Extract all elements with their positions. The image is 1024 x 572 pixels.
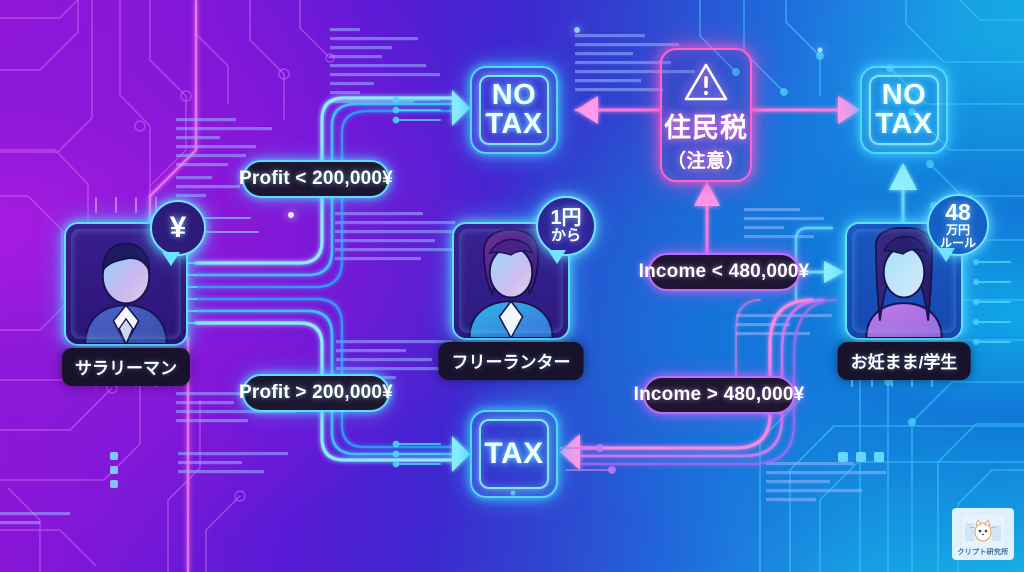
- bubble-line-3: ルール: [939, 235, 976, 250]
- no-tax-left-label: NO TAX: [485, 79, 543, 140]
- bubble-line-1: 1円: [550, 207, 582, 230]
- persona-card-freelancer: フリーランター 1円 から: [438, 196, 596, 380]
- no-tax-right-label: NO TAX: [875, 79, 933, 140]
- speech-bubble-480k-rule: 48 万円 ルール: [927, 194, 989, 256]
- persona-name-freelancer: フリーランター: [438, 342, 584, 380]
- speech-bubble-tail: [937, 248, 955, 262]
- residence-tax-warning-box: 住民税 （注意）: [660, 48, 752, 182]
- cat-mascot-icon: [962, 515, 1004, 547]
- no-tax-box-left: NO TAX: [470, 66, 558, 154]
- neon-ring-outer: [860, 66, 948, 154]
- condition-income-under: Income < 480,000¥: [639, 253, 809, 291]
- condition-profit-under: Profit < 200,000¥: [239, 160, 393, 198]
- persona-card-salaryman: サラリーマン ¥: [62, 200, 206, 386]
- neon-ring-inner: [479, 419, 549, 489]
- condition-income-over: Income > 480,000¥: [634, 376, 804, 414]
- persona-card-student-parent: お妊まま/学生 48 万円 ルール: [837, 194, 989, 380]
- condition-label: Income > 480,000¥: [633, 384, 805, 405]
- bubble-line-2: 万円: [945, 222, 970, 237]
- decorative-code-text: [0, 28, 886, 525]
- bubble-line-1: ¥: [169, 211, 187, 244]
- watermark-logo: クリプト研究所: [952, 508, 1014, 560]
- watermark-text: クリプト研究所: [957, 549, 1009, 556]
- neon-ring-inner: [869, 75, 939, 145]
- no-tax-box-right: NO TAX: [860, 66, 948, 154]
- persona-name-salaryman: サラリーマン: [62, 348, 190, 386]
- speech-bubble-tail: [548, 250, 566, 264]
- residence-tax-subtitle: （注意）: [666, 151, 745, 172]
- residence-tax-title: 住民税: [664, 113, 748, 143]
- condition-profit-over: Profit > 200,000¥: [239, 374, 393, 412]
- condition-label: Income < 480,000¥: [638, 261, 810, 282]
- speech-bubble-yen: ¥: [150, 200, 206, 256]
- bubble-line-1: 48: [945, 198, 971, 225]
- neon-ring-outer: [470, 410, 558, 498]
- tax-label: TAX: [484, 437, 544, 470]
- neon-ring-outer: [470, 66, 558, 154]
- speech-bubble-tail: [162, 252, 180, 266]
- warning-triangle-icon: [684, 63, 728, 101]
- condition-label: Profit < 200,000¥: [239, 168, 393, 189]
- bubble-line-2: から: [550, 227, 581, 245]
- speech-bubble-one-yen: 1円 から: [536, 196, 596, 256]
- persona-name-student-parent: お妊まま/学生: [837, 342, 971, 380]
- neon-ring-inner: [479, 75, 549, 145]
- tax-box: TAX: [470, 410, 558, 498]
- condition-label: Profit > 200,000¥: [239, 382, 393, 403]
